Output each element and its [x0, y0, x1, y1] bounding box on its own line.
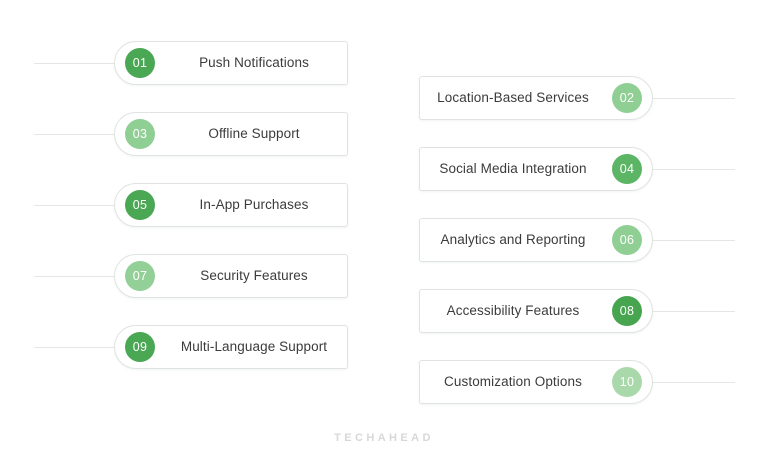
feature-number-badge-09: 09 [125, 332, 155, 362]
feature-item-10[interactable]: Customization Options 10 [419, 360, 735, 404]
feature-number-badge-02: 02 [612, 83, 642, 113]
feature-number-badge-08: 08 [612, 296, 642, 326]
feature-label-07: Security Features [200, 268, 308, 284]
feature-item-01[interactable]: Push Notifications 01 [34, 41, 348, 85]
feature-label-02: Location-Based Services [437, 90, 589, 106]
feature-label-04: Social Media Integration [439, 161, 587, 177]
feature-card-06[interactable]: Analytics and Reporting [419, 218, 653, 262]
feature-label-03: Offline Support [208, 126, 300, 142]
feature-label-08: Accessibility Features [446, 303, 580, 319]
feature-number-badge-06: 06 [612, 225, 642, 255]
feature-item-08[interactable]: Accessibility Features 08 [419, 289, 735, 333]
feature-item-03[interactable]: Offline Support 03 [34, 112, 348, 156]
feature-label-01: Push Notifications [199, 55, 309, 71]
connector-line-08 [653, 311, 735, 312]
feature-label-09: Multi-Language Support [180, 339, 328, 355]
feature-card-04[interactable]: Social Media Integration [419, 147, 653, 191]
feature-number-badge-10: 10 [612, 367, 642, 397]
feature-label-06: Analytics and Reporting [440, 232, 586, 248]
feature-label-05: In-App Purchases [199, 197, 309, 213]
connector-line-09 [34, 347, 114, 348]
feature-label-10: Customization Options [444, 374, 582, 390]
feature-number-badge-03: 03 [125, 119, 155, 149]
feature-card-10[interactable]: Customization Options [419, 360, 653, 404]
feature-number-badge-04: 04 [612, 154, 642, 184]
feature-item-09[interactable]: Multi-Language Support 09 [34, 325, 348, 369]
connector-line-06 [653, 240, 735, 241]
feature-number-badge-07: 07 [125, 261, 155, 291]
feature-item-05[interactable]: In-App Purchases 05 [34, 183, 348, 227]
brand-wordmark: TECHAHEAD [334, 432, 434, 444]
connector-line-02 [653, 98, 735, 99]
feature-item-06[interactable]: Analytics and Reporting 06 [419, 218, 735, 262]
connector-line-01 [34, 63, 114, 64]
connector-line-03 [34, 134, 114, 135]
feature-item-07[interactable]: Security Features 07 [34, 254, 348, 298]
feature-item-04[interactable]: Social Media Integration 04 [419, 147, 735, 191]
feature-item-02[interactable]: Location-Based Services 02 [419, 76, 735, 120]
feature-number-badge-05: 05 [125, 190, 155, 220]
connector-line-10 [653, 382, 735, 383]
feature-number-badge-01: 01 [125, 48, 155, 78]
connector-line-04 [653, 169, 735, 170]
connector-line-05 [34, 205, 114, 206]
connector-line-07 [34, 276, 114, 277]
